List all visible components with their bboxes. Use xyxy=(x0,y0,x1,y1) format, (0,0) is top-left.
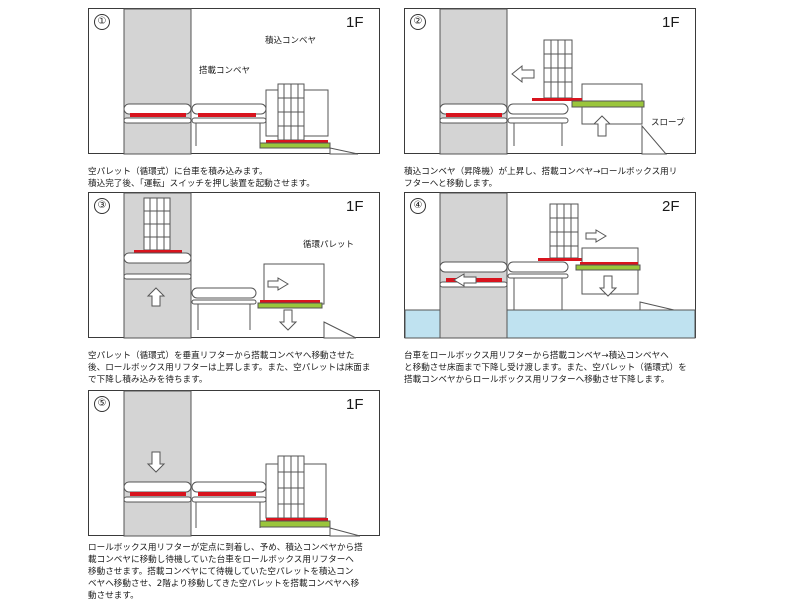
red-pallet xyxy=(538,258,588,261)
step-number: ④ xyxy=(410,198,426,214)
arrow-left xyxy=(511,64,535,84)
panel-5: ⑤ 1F ロールボックス用リフターが定点に到着し、予め、積込コンベヤから搭 載コ… xyxy=(88,390,380,601)
red-pallet xyxy=(134,250,182,253)
red-pallet xyxy=(130,492,186,496)
arrow-down xyxy=(598,275,618,297)
red-pallet xyxy=(198,492,256,496)
panel-4-diagram xyxy=(404,192,696,339)
red-pallet xyxy=(266,140,328,143)
step-number: ③ xyxy=(94,198,110,214)
green-pallet xyxy=(575,264,641,271)
floor-label: 2F xyxy=(662,198,680,215)
arrow-up xyxy=(146,287,166,307)
arrow-down xyxy=(278,309,298,331)
panel-2: ② 1F スロープ 積込コンベヤ（昇降機）が上昇し、搭載コンベヤ→ロールボックス… xyxy=(404,8,696,189)
floor-label: 1F xyxy=(346,198,364,215)
panel-4: ④ 2F 台車をロールボックス用リフターから搭載コンベヤ→積込コンベヤへ と移動… xyxy=(404,192,696,385)
transport-conveyor xyxy=(191,103,267,115)
panel-2-diagram xyxy=(404,8,696,155)
arrow-left xyxy=(453,273,477,287)
floor-label: 1F xyxy=(346,396,364,413)
green-pallet xyxy=(571,100,645,108)
label-slope: スロープ xyxy=(650,116,686,128)
caption: 空パレット（循環式）を垂直リフターから搭載コンベヤへ移動させた 後、ロールボック… xyxy=(88,351,371,385)
caption: 台車をロールボックス用リフターから搭載コンベヤ→積込コンベヤへ と移動させ床面ま… xyxy=(404,351,687,385)
red-pallet xyxy=(446,113,502,117)
red-pallet xyxy=(266,518,328,521)
green-pallet xyxy=(259,142,331,149)
panel-3-diagram xyxy=(88,192,380,339)
panel-1-diagram xyxy=(88,8,380,155)
red-pallet xyxy=(532,98,582,101)
panel-1: ① 1F 積込コンベヤ 搭載コンベヤ 空パレット（循環式）に台車を積み込みます。… xyxy=(88,8,380,189)
lifter-conveyor xyxy=(123,103,192,115)
arrow-right xyxy=(267,277,289,291)
transport-conveyor xyxy=(191,481,267,493)
roll-box-cart xyxy=(143,197,171,251)
step-number: ① xyxy=(94,14,110,30)
label-circulating-pallet: 循環パレット xyxy=(302,238,356,250)
step-number: ⑤ xyxy=(94,396,110,412)
transport-lower-bar xyxy=(191,117,267,124)
transport-conveyor xyxy=(507,261,569,273)
arrow-up xyxy=(592,115,612,137)
panel-3: ③ 1F 循環パレット 空パレット（循環式）を垂直リフターから搭載コンベヤへ移動… xyxy=(88,192,380,385)
arrow-down xyxy=(146,451,166,473)
label-transport-conveyor: 搭載コンベヤ xyxy=(198,64,252,76)
roll-box-cart xyxy=(277,455,305,519)
green-pallet xyxy=(257,302,323,309)
roll-box-cart xyxy=(543,39,573,99)
caption: 積込コンベヤ（昇降機）が上昇し、搭載コンベヤ→ロールボックス用リ フターへと移動… xyxy=(404,167,678,189)
caption: ロールボックス用リフターが定点に到着し、予め、積込コンベヤから搭 載コンベヤに移… xyxy=(88,543,363,601)
floor-label: 1F xyxy=(346,14,364,31)
red-pallet xyxy=(580,262,638,265)
lifter-lower-bar xyxy=(123,117,192,124)
vertical-lifter-shaft xyxy=(123,8,192,155)
arrow-right xyxy=(585,229,607,243)
transport-conveyor xyxy=(507,103,569,115)
red-pallet xyxy=(130,113,186,117)
panel-5-diagram xyxy=(88,390,380,537)
roll-box-cart xyxy=(549,203,579,259)
transport-conveyor xyxy=(191,287,257,299)
label-loading-conveyor: 積込コンベヤ xyxy=(264,34,318,46)
vertical-lifter-shaft xyxy=(439,8,508,155)
green-pallet xyxy=(259,520,331,528)
red-pallet xyxy=(260,300,320,303)
step-number: ② xyxy=(410,14,426,30)
floor-label: 1F xyxy=(662,14,680,31)
roll-box-cart xyxy=(277,83,305,141)
red-pallet xyxy=(198,113,256,117)
caption: 空パレット（循環式）に台車を積み込みます。 積込完了後、「運転」スイッチを押し装… xyxy=(88,167,315,189)
